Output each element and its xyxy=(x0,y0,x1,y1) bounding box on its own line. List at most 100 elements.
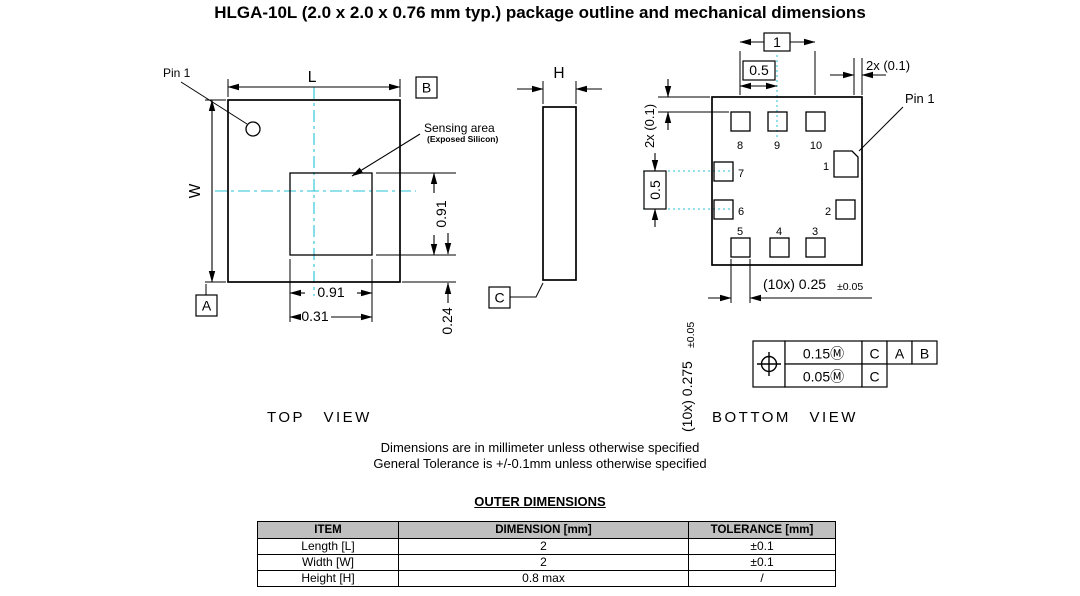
cell-tolerance: ±0.1 xyxy=(688,554,836,571)
sensing-area-label: Sensing area xyxy=(424,121,495,135)
dim-sensing-width-label: 0.91 xyxy=(317,284,344,300)
package-outline-side xyxy=(542,106,577,281)
cell-item: Height [H] xyxy=(257,570,399,587)
fcf-row2-datum-1: C xyxy=(869,369,879,385)
pad-9 xyxy=(767,111,788,132)
position-symbol-icon xyxy=(757,352,781,376)
datum-a-label: A xyxy=(202,298,212,314)
dim-pad-size-tolerance: ±0.05 xyxy=(837,281,863,293)
datum-a-box xyxy=(195,294,218,317)
dim-offset-h-label: 0.31 xyxy=(301,308,328,324)
col-header-tolerance: TOLERANCE [mm] xyxy=(688,521,836,539)
sensing-area-sublabel: (Exposed Silicon) xyxy=(427,134,498,144)
package-outline-bottom xyxy=(711,96,863,266)
table-row-height: Height [H] 0.8 max / xyxy=(257,570,836,587)
dim-H: H xyxy=(517,65,602,104)
dim-sensing-width: 0.91 xyxy=(289,259,373,322)
pad-2 xyxy=(835,199,856,220)
dim-edge-h: 2x (0.1) xyxy=(830,58,910,95)
dim-pitch-h: 0.5 xyxy=(739,60,778,90)
package-outline-top xyxy=(227,99,401,283)
pad-8 xyxy=(730,111,751,132)
cell-item: Width [W] xyxy=(257,554,399,571)
side-view: H C xyxy=(488,65,602,309)
dim-L: L B xyxy=(227,69,438,99)
cell-dimension: 2 xyxy=(398,538,689,555)
col-header-item: ITEM xyxy=(257,521,399,539)
dim-H-label: H xyxy=(553,65,564,82)
datum-c-box xyxy=(488,286,511,309)
feature-control-frame: 0.15Ⓜ C A B 0.05Ⓜ C xyxy=(752,340,938,388)
pad-number: 9 xyxy=(774,140,780,152)
dim-pad-size-label: (10x) 0.25 xyxy=(763,276,826,292)
cell-tolerance: / xyxy=(688,570,836,587)
sensing-area-outline xyxy=(289,172,373,256)
pad-number: 2 xyxy=(825,206,831,218)
page-title: HLGA-10L (2.0 x 2.0 x 0.76 mm typ.) pack… xyxy=(214,3,866,22)
pad-number: 6 xyxy=(738,206,744,218)
fcf-row1-datum-1: C xyxy=(869,346,879,362)
bottom-view-label: BOTTOM VIEW xyxy=(712,409,858,426)
pin1-label-bottom: Pin 1 xyxy=(905,91,935,106)
outer-dimensions-table: ITEM DIMENSION [mm] TOLERANCE [mm] Lengt… xyxy=(257,521,836,587)
dim-sensing-height: 0.91 xyxy=(376,172,456,256)
dim-pitch-v: 0.5 xyxy=(643,153,667,227)
pad-number: 3 xyxy=(812,226,818,238)
dim-L-label: L xyxy=(308,69,317,86)
pin1-marker-circle xyxy=(245,121,261,137)
pin1-label-top: Pin 1 xyxy=(163,66,191,80)
cell-dimension: 0.8 max xyxy=(398,570,689,587)
cell-tolerance: ±0.1 xyxy=(688,538,836,555)
pad-number: 4 xyxy=(776,226,782,238)
datum-c-label: C xyxy=(494,290,504,306)
top-view-label: TOP VIEW xyxy=(267,409,372,426)
pad-4 xyxy=(769,237,790,258)
pad-1-chamfered xyxy=(833,150,859,178)
dim-pitch-v-label: 0.5 xyxy=(647,180,663,200)
pad-3 xyxy=(805,237,826,258)
cell-item: Length [L] xyxy=(257,538,399,555)
dim-pitch-h-label: 0.5 xyxy=(749,62,769,78)
datum-c: C xyxy=(488,282,544,309)
dim-offset-v: 0.24 xyxy=(402,233,456,335)
dim-edge-v: 2x (0.1) xyxy=(642,79,729,148)
basic-dim-box xyxy=(643,170,667,210)
dim-sensing-height-label: 0.91 xyxy=(433,200,449,227)
pin1-callout-top: Pin 1 xyxy=(163,66,248,125)
datum-b-box xyxy=(415,76,438,99)
dim-W: W xyxy=(187,99,226,283)
dim-row-pitch-tolerance: ±0.05 xyxy=(685,322,697,348)
dim-basic-1: 1 xyxy=(739,32,816,95)
basic-dim-box xyxy=(763,32,791,52)
pad-number: 10 xyxy=(810,140,822,152)
top-view: L B Pin 1 W Sensing area (Exposed Silico… xyxy=(163,66,498,426)
dim-offset-v-label: 0.24 xyxy=(439,307,455,334)
sensing-area-callout: Sensing area (Exposed Silicon) xyxy=(351,121,498,177)
dim-basic-1-label: 1 xyxy=(773,34,781,50)
dim-pad-size: (10x) 0.25 ±0.05 xyxy=(708,259,872,303)
dim-row-pitch-label: (10x) 0.275 xyxy=(679,361,695,432)
table-row-width: Width [W] 2 ±0.1 xyxy=(257,554,836,571)
pad-number: 1 xyxy=(823,161,829,173)
pad-10 xyxy=(805,111,826,132)
pad-number: 8 xyxy=(737,140,743,152)
pad-5 xyxy=(730,237,751,258)
pad-6 xyxy=(713,199,734,220)
col-header-dimension: DIMENSION [mm] xyxy=(398,521,689,539)
dim-W-label: W xyxy=(187,183,204,198)
dim-edge-h-label: 2x (0.1) xyxy=(866,58,910,73)
note-units: Dimensions are in millimeter unless othe… xyxy=(380,440,700,455)
pin1-callout-bottom: Pin 1 xyxy=(858,91,935,152)
basic-dim-box xyxy=(742,60,776,81)
dim-row-pitch: (10x) 0.275 ±0.05 xyxy=(679,322,697,432)
cell-dimension: 2 xyxy=(398,554,689,571)
table-row-length: Length [L] 2 ±0.1 xyxy=(257,538,836,555)
table-header-row: ITEM DIMENSION [mm] TOLERANCE [mm] xyxy=(257,521,836,539)
datum-a: A xyxy=(195,284,218,317)
note-tolerance: General Tolerance is +/-0.1mm unless oth… xyxy=(373,456,707,471)
bottom-view: 8 9 10 7 1 6 2 5 4 3 1 0.5 2x (0.1) xyxy=(642,32,938,432)
datum-b-label: B xyxy=(422,80,431,96)
fcf-row1-datum-2: A xyxy=(895,346,905,362)
